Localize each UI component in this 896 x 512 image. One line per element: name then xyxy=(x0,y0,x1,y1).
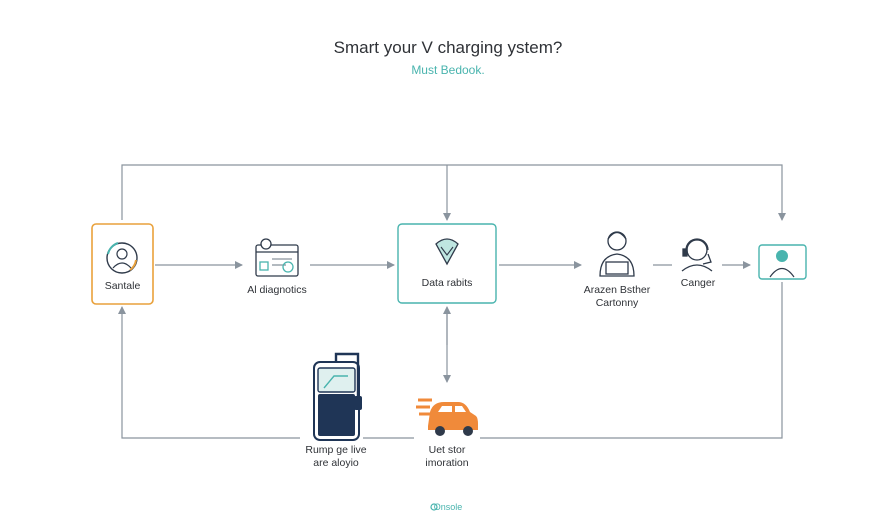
headset-person-icon xyxy=(681,238,713,272)
vehicle-label-line2: imoration xyxy=(425,457,469,469)
agent-label-line1: Arazen Bsther xyxy=(583,284,651,296)
vehicle-label-line1: Uet stor xyxy=(428,444,466,456)
bottom-loop-left xyxy=(118,306,300,439)
support-agent-icon xyxy=(599,231,635,277)
data-node-label: Data rabits xyxy=(421,277,473,289)
diagram-subtitle: Must Bedook. xyxy=(411,63,485,77)
video-profile-node xyxy=(758,244,807,280)
footer-label: Onsole xyxy=(433,502,463,512)
user-avatar-icon xyxy=(106,242,138,274)
fast-car-icon xyxy=(416,398,478,436)
charger-label: Canger xyxy=(680,277,716,289)
top-loop-line xyxy=(121,164,786,221)
footer-dot-icon xyxy=(430,503,438,511)
profile-screen-icon xyxy=(769,250,795,278)
bottom-loop-right xyxy=(480,282,783,439)
charging-station-icon xyxy=(313,352,362,441)
user-node-label: Santale xyxy=(104,280,141,292)
data-pin-icon xyxy=(435,238,459,266)
user-node xyxy=(91,223,154,305)
diagnostics-monitor-icon xyxy=(255,238,299,277)
connector-lines xyxy=(118,164,786,439)
station-label-line2: are aloyio xyxy=(313,457,359,469)
diagnostics-label: Al diagnotics xyxy=(247,284,307,296)
agent-label-line2: Cartonny xyxy=(595,297,639,309)
data-node xyxy=(397,223,497,304)
station-label-line1: Rump ge live xyxy=(305,444,367,456)
diagram-title: Smart your V charging ystem? xyxy=(333,38,563,57)
